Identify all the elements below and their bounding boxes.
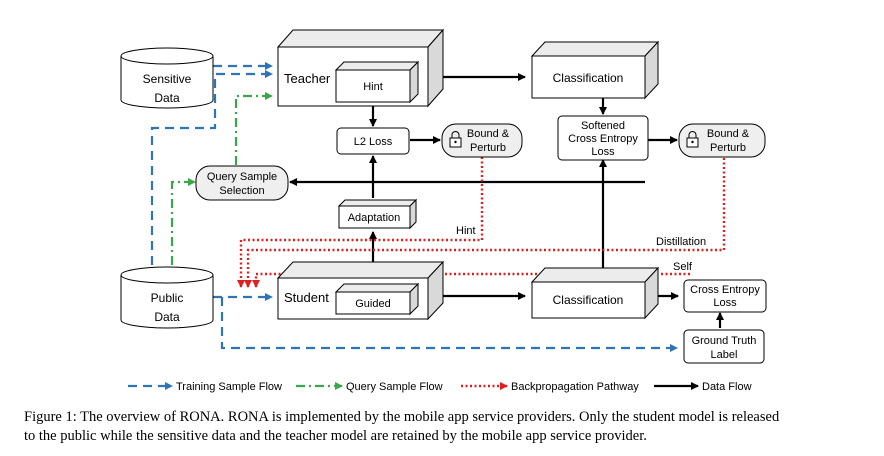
query-sample-flow-lines xyxy=(170,92,273,265)
query-sample-selection-label-2: Selection xyxy=(219,185,264,197)
legend-dataflow-label: Data Flow xyxy=(702,381,752,393)
ground-truth-label-2: Label xyxy=(711,349,738,361)
teacher-model-cube: Teacher Hint xyxy=(276,28,445,108)
student-model-cube: Student Guided xyxy=(276,260,445,321)
cross-entropy-loss-box: Cross Entropy Loss xyxy=(683,279,767,313)
legend-item-training: Training Sample Flow xyxy=(128,381,282,393)
ground-truth-label-box: Ground Truth Label xyxy=(683,329,765,364)
sensitive-data-label-1: Sensitive xyxy=(143,72,192,86)
guided-box-label: Guided xyxy=(355,298,390,310)
caption-line-1: Figure 1: The overview of RONA. RONA is … xyxy=(24,409,780,425)
public-data-cylinder: Public Data xyxy=(120,266,214,329)
hint-edge-label: Hint xyxy=(456,225,476,237)
adaptation-label: Adaptation xyxy=(348,212,401,224)
bound-perturb-box-1: Bound & Perturb xyxy=(441,123,523,158)
sensitive-data-label-2: Data xyxy=(154,91,180,105)
public-data-label-1: Public xyxy=(151,291,184,305)
softened-ce-label-3: Loss xyxy=(591,146,615,158)
bound-perturb-2-label-1: Bound & xyxy=(707,128,750,140)
hint-box-label: Hint xyxy=(363,81,383,93)
caption-line-2: to the public while the sensitive data a… xyxy=(24,428,647,444)
legend-query-label: Query Sample Flow xyxy=(346,381,443,393)
legend-training-label: Training Sample Flow xyxy=(176,381,282,393)
adaptation-cube: Adaptation xyxy=(337,198,418,230)
sensitive-data-cylinder: Sensitive Data xyxy=(120,47,214,109)
cross-entropy-label-2: Loss xyxy=(713,297,737,309)
legend-backprop-label: Backpropagation Pathway xyxy=(511,381,639,393)
classification-bottom-cube: Classification xyxy=(530,266,660,320)
cross-entropy-label-1: Cross Entropy xyxy=(690,284,760,296)
classification-top-cube: Classification xyxy=(530,40,660,100)
distillation-edge-label: Distillation xyxy=(656,236,706,248)
l2-loss-label: L2 Loss xyxy=(354,136,393,148)
student-label: Student xyxy=(284,290,329,305)
softened-cross-entropy-loss-box: Softened Cross Entropy Loss xyxy=(557,115,649,161)
bound-perturb-2-label-2: Perturb xyxy=(710,142,746,154)
bound-perturb-box-2: Bound & Perturb xyxy=(678,123,766,158)
legend-item-dataflow: Data Flow xyxy=(654,381,752,393)
classification-top-label: Classification xyxy=(553,71,624,85)
lock-icon xyxy=(686,131,699,148)
bound-perturb-1-label-2: Perturb xyxy=(470,142,506,154)
public-data-label-2: Data xyxy=(154,310,180,324)
legend-item-backprop: Backpropagation Pathway xyxy=(461,381,639,393)
bound-perturb-1-label-1: Bound & xyxy=(467,128,510,140)
l2-loss-box: L2 Loss xyxy=(336,127,410,155)
legend-item-query: Query Sample Flow xyxy=(296,381,443,393)
ground-truth-label-1: Ground Truth xyxy=(692,335,757,347)
classification-bottom-label: Classification xyxy=(553,293,624,307)
softened-ce-label-2: Cross Entropy xyxy=(568,133,638,145)
teacher-label: Teacher xyxy=(284,71,331,86)
legend: Training Sample Flow Query Sample Flow B… xyxy=(128,381,752,393)
softened-ce-label-1: Softened xyxy=(581,120,625,132)
lock-icon xyxy=(449,131,462,148)
training-sample-flow-lines xyxy=(150,62,678,352)
query-sample-selection-box: Query Sample Selection xyxy=(195,165,289,201)
self-edge-label: Self xyxy=(673,261,693,273)
query-sample-selection-label-1: Query Sample xyxy=(207,171,277,183)
